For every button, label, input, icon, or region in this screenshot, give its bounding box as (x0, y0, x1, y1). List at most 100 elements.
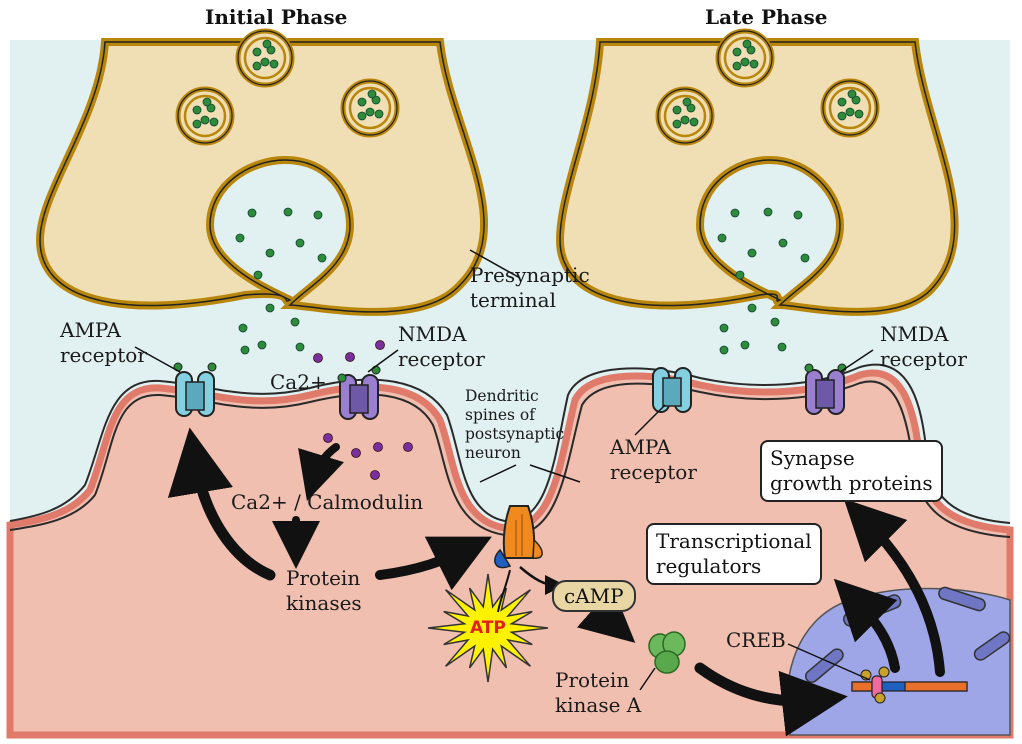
neurotransmitter (238, 323, 248, 333)
neurotransmitter (262, 39, 272, 49)
neurotransmitter (747, 303, 757, 313)
calcium-ion (313, 353, 323, 363)
label-calmodulin: Ca2+ / Calmodulin (231, 490, 424, 514)
header-initial-phase: Initial Phase (205, 5, 348, 29)
neurotransmitter (854, 109, 864, 119)
ampa-receptor-left (173, 362, 217, 417)
neurotransmitter (719, 323, 729, 333)
atp-label: ATP (470, 618, 506, 638)
label-dendritic-spines: Dendritic spines of postsynaptic neuron (465, 387, 565, 462)
neurotransmitters (235, 207, 810, 355)
neurotransmitter (200, 115, 210, 125)
neurotransmitter (257, 340, 267, 350)
neurotransmitter (209, 117, 219, 127)
neurotransmitter (777, 342, 787, 352)
neurotransmitter (742, 39, 752, 49)
neurotransmitter (206, 103, 216, 113)
neurotransmitter (371, 95, 381, 105)
neurotransmitter (740, 340, 750, 350)
neurotransmitter (260, 57, 270, 67)
neurotransmitter (357, 111, 367, 121)
neurotransmitter (295, 342, 305, 352)
nmda-receptor-left (337, 365, 381, 420)
neurotransmitter (247, 208, 257, 218)
neurotransmitter (202, 97, 212, 107)
neurotransmitter (793, 210, 803, 220)
pathway-arrows (167, 427, 945, 737)
neurotransmitter (851, 95, 861, 105)
nmda-receptor-right (804, 363, 847, 415)
label-nmda-receptor-left: NMDA receptor (398, 322, 485, 371)
neurotransmitter (317, 253, 327, 263)
vesicles (175, 28, 880, 146)
header-late-phase: Late Phase (705, 5, 828, 29)
camp-arrow (519, 566, 565, 595)
neurotransmitter (689, 117, 699, 127)
neurotransmitter (746, 45, 756, 55)
neurotransmitter (265, 303, 275, 313)
neurotransmitter (800, 253, 810, 263)
neurotransmitter (252, 47, 262, 57)
neurotransmitter (295, 238, 305, 248)
label-ca: Ca2+ (270, 370, 327, 394)
neurotransmitter (763, 207, 773, 217)
neurotransmitter (845, 107, 855, 117)
creb-dna (851, 666, 968, 704)
neurotransmitter (283, 207, 293, 217)
neurotransmitter (365, 107, 375, 117)
neurotransmitter (253, 270, 263, 280)
neurotransmitter (747, 248, 757, 258)
calcium-ion (345, 352, 355, 362)
neurotransmitter (749, 59, 759, 69)
neurotransmitter (847, 89, 857, 99)
label-nmda-receptor-right: NMDA receptor (880, 322, 967, 371)
neurotransmitter (680, 115, 690, 125)
neurotransmitter (740, 57, 750, 67)
neurotransmitter (269, 59, 279, 69)
neurotransmitter (374, 109, 384, 119)
camp-badge: cAMP (552, 580, 636, 612)
calcium-ion (370, 470, 380, 480)
neurotransmitter (686, 103, 696, 113)
neurotransmitter (732, 47, 742, 57)
atp-star (427, 573, 549, 683)
neurotransmitter (265, 248, 275, 258)
neurotransmitter (252, 61, 262, 71)
neurotransmitter (837, 97, 847, 107)
neurotransmitter (732, 61, 742, 71)
calcium-ion (373, 442, 383, 452)
neurotransmitter (290, 317, 300, 327)
atp-link (497, 569, 511, 613)
neurotransmitter (313, 210, 323, 220)
calcium-ion (351, 448, 361, 458)
label-creb: CREB (726, 628, 786, 652)
label-protein-kinase-a: Protein kinase A (555, 668, 642, 717)
neurotransmitter (192, 119, 202, 129)
adenylyl-cyclase-receptor (494, 505, 543, 569)
neurotransmitter (266, 45, 276, 55)
transcriptional-regulators-box: Transcriptional regulators (646, 523, 822, 585)
label-protein-kinases: Protein kinases (286, 566, 362, 615)
calcium-ion (375, 340, 385, 350)
neurotransmitter (357, 97, 367, 107)
leader-lines (134, 249, 874, 691)
calcium-ion (403, 442, 413, 452)
label-ampa-receptor-right: AMPA receptor (610, 435, 697, 484)
synapse-growth-proteins-box: Synapse growth proteins (760, 440, 943, 502)
neurotransmitter (730, 208, 740, 218)
neurotransmitter (682, 97, 692, 107)
neurotransmitter (717, 233, 727, 243)
neurotransmitter (235, 233, 245, 243)
ampa-receptor-right (652, 367, 692, 413)
neurotransmitter (770, 317, 780, 327)
neurotransmitter (240, 345, 250, 355)
neurotransmitter (672, 105, 682, 115)
neurotransmitter (778, 238, 788, 248)
neurotransmitter (367, 89, 377, 99)
calcium-ion (323, 433, 333, 443)
neurotransmitter (735, 270, 745, 280)
neurotransmitter (837, 111, 847, 121)
neurotransmitter (672, 119, 682, 129)
neurotransmitter (719, 345, 729, 355)
